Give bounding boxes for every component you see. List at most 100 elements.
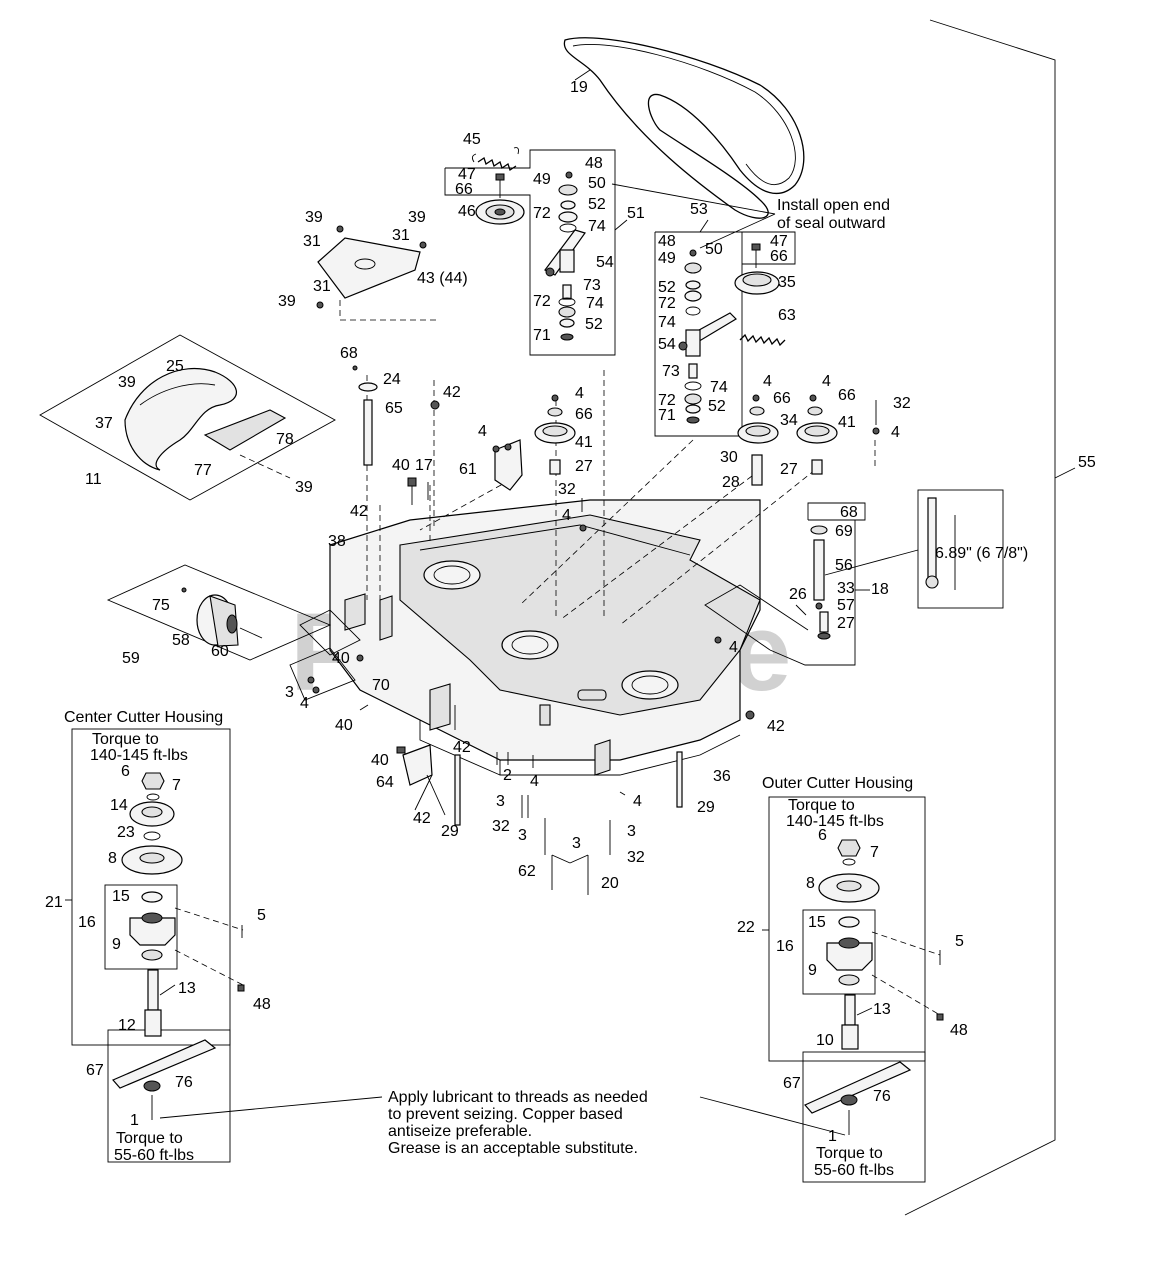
callout: 33: [837, 580, 855, 597]
callout: 73: [662, 363, 680, 380]
callout: 71: [658, 407, 676, 424]
callout: 8: [806, 875, 815, 892]
outer-torque-bottom-line1: Torque to: [816, 1145, 883, 1162]
callout: 42: [413, 810, 431, 827]
callout: 35: [778, 274, 796, 291]
callout: 77: [194, 462, 212, 479]
bracket-hardware-box: [289, 609, 361, 701]
callout: 74: [586, 295, 604, 312]
center-housing-title: Center Cutter Housing: [64, 709, 223, 726]
callout: 67: [86, 1062, 104, 1079]
callout: 56: [835, 557, 853, 574]
lube-note-leaders: [159, 1096, 846, 1136]
callout: 37: [95, 415, 113, 432]
upper-hardware: [352, 365, 880, 532]
callout: 41: [838, 414, 856, 431]
callout: 18: [871, 581, 889, 598]
callout: 15: [112, 888, 130, 905]
callout: 55: [1078, 454, 1096, 471]
callout: 72: [533, 293, 551, 310]
callout: 28: [722, 474, 740, 491]
callout: 40: [335, 717, 353, 734]
callout: 29: [441, 823, 459, 840]
callout: 34: [780, 412, 798, 429]
callout: 9: [808, 962, 817, 979]
deflector-assembly-11: [39, 334, 336, 501]
mower-deck-36: [329, 499, 761, 776]
lower-hardware: [356, 654, 755, 895]
callout: 43 (44): [417, 270, 468, 287]
callout: 42: [350, 503, 368, 520]
callout: 26: [789, 586, 807, 603]
callout: 1: [828, 1128, 837, 1145]
callout: 72: [658, 392, 676, 409]
callout: 16: [776, 938, 794, 955]
install-note-line2: of seal outward: [777, 215, 886, 232]
callout: 39: [118, 374, 136, 391]
callout: 42: [453, 739, 471, 756]
callout: 49: [658, 250, 676, 267]
cover-plate-43: [316, 225, 440, 321]
callout: 29: [697, 799, 715, 816]
callout: 4: [633, 793, 642, 810]
callout: 73: [583, 277, 601, 294]
callout: 31: [392, 227, 410, 244]
callout: 52: [708, 398, 726, 415]
callout: 6: [818, 827, 827, 844]
center-torque-top-line1: Torque to: [92, 731, 159, 748]
callout: 50: [705, 241, 723, 258]
callout: 32: [558, 481, 576, 498]
callout: 48: [585, 155, 603, 172]
callout: 5: [257, 907, 266, 924]
callout: 4: [763, 373, 772, 390]
callout: 48: [253, 996, 271, 1013]
dimension-callout-box: [917, 489, 1004, 609]
callout: 49: [533, 171, 551, 188]
callout: 40: [371, 752, 389, 769]
callout: 4: [562, 507, 571, 524]
callout: 72: [533, 205, 551, 222]
callout: 13: [873, 1001, 891, 1018]
callout: 4: [530, 773, 539, 790]
callout: 52: [585, 316, 603, 333]
callout: 42: [767, 718, 785, 735]
callout: 3: [496, 793, 505, 810]
callout: 2: [503, 767, 512, 784]
callout: 76: [175, 1074, 193, 1091]
center-torque-bottom-line2: 55-60 ft-lbs: [114, 1147, 194, 1164]
center-torque-top-line2: 140-145 ft-lbs: [90, 747, 188, 764]
callout: 63: [778, 307, 796, 324]
callout: 27: [780, 461, 798, 478]
callout: 66: [455, 181, 473, 198]
callout: 50: [588, 175, 606, 192]
callout: 74: [710, 379, 728, 396]
callout: 7: [172, 777, 181, 794]
callout: 31: [313, 278, 331, 295]
callout: 47: [458, 166, 476, 183]
assembly-lines: [366, 370, 876, 626]
callout: 16: [78, 914, 96, 931]
callout: 60: [211, 643, 229, 660]
callout: 48: [658, 233, 676, 250]
lube-note-line3: antiseize preferable.: [388, 1123, 532, 1140]
callout: 74: [658, 314, 676, 331]
callout: 65: [385, 400, 403, 417]
center-torque-bottom-line1: Torque to: [116, 1130, 183, 1147]
outer-housing-title: Outer Cutter Housing: [762, 775, 913, 792]
callout: 67: [783, 1075, 801, 1092]
callout: 4: [478, 423, 487, 440]
callout: 10: [816, 1032, 834, 1049]
callout: 4: [575, 385, 584, 402]
outer-cutter-housing: [762, 796, 944, 1183]
callout: 17: [415, 457, 433, 474]
callout: 4: [891, 424, 900, 441]
callout: 40: [392, 457, 410, 474]
center-cutter-housing: [65, 728, 245, 1163]
callout: 30: [720, 449, 738, 466]
callout: 3: [285, 684, 294, 701]
install-note-line1: Install open end: [777, 197, 890, 214]
callout: 47: [770, 233, 788, 250]
callout: 70: [372, 677, 390, 694]
callout: 3: [572, 835, 581, 852]
callout: 52: [588, 196, 606, 213]
